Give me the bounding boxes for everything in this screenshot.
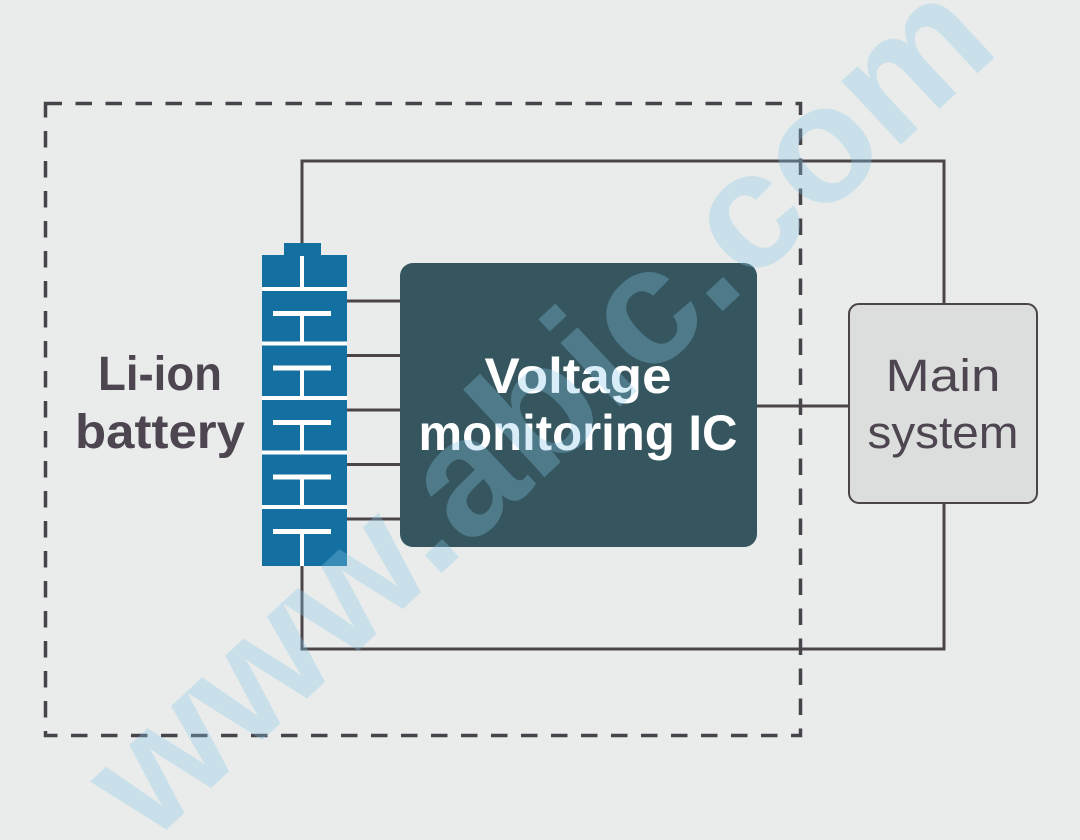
wire-battery-bottom-to-main <box>300 504 946 651</box>
main-system-label-line2: system <box>868 407 1019 458</box>
battery-cells <box>262 256 347 566</box>
main-system-box <box>848 303 1038 504</box>
voltage-monitoring-ic-block: Voltage monitoring IC <box>400 263 757 547</box>
wire-battery-top-to-main <box>300 159 946 304</box>
battery-label-line2: battery <box>75 406 245 459</box>
main-system-label-line1: Main <box>886 350 1001 401</box>
cell-tap-wires <box>347 299 400 521</box>
battery-label-line1: Li-ion <box>98 348 222 401</box>
ic-label-line1: Voltage <box>485 348 672 404</box>
battery-body <box>262 255 347 566</box>
ic-box <box>400 263 757 547</box>
battery-icon <box>262 243 347 566</box>
battery-label: Li-ion battery <box>75 348 245 459</box>
ic-label-line2: monitoring IC <box>419 405 738 461</box>
main-system-block: Main system <box>848 303 1038 504</box>
